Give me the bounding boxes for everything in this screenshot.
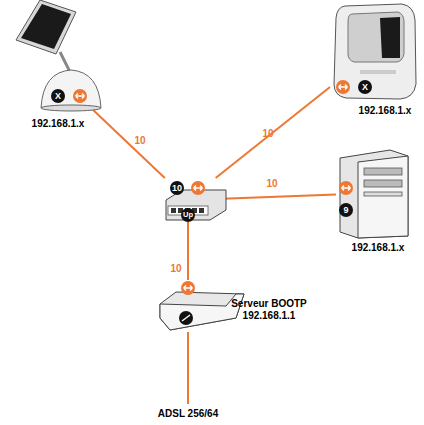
ip-label: 192.168.1.x: [338, 242, 418, 254]
ip-label: 192.168.1.x: [345, 105, 424, 117]
device-node: Serveur BOOTP 192.168.1.1: [150, 280, 226, 332]
speed-label: 10: [262, 128, 273, 139]
speed-label: 10: [170, 263, 181, 274]
uplink-badge: Up: [181, 208, 195, 222]
ethernet-hub: [166, 181, 226, 220]
speed-label: 10: [266, 178, 277, 189]
line-label: ADSL 256/64: [158, 408, 218, 419]
imac-crt: [334, 4, 416, 99]
network-cable: [187, 222, 189, 280]
adsl-wire: [187, 332, 189, 404]
status-badge: X: [358, 80, 372, 94]
server-tower: [339, 150, 408, 238]
status-badge: 9: [339, 203, 353, 217]
speed-label: 10: [134, 135, 145, 146]
device-node: X192.168.1.x: [40, 68, 102, 110]
network-cable: [216, 194, 336, 199]
device-node: 10Up: [160, 178, 216, 222]
network-cable: [93, 110, 165, 178]
server-label: Serveur BOOTP 192.168.1.1: [226, 298, 312, 322]
port-count-badge: 10: [170, 181, 184, 195]
network-cable: [216, 87, 330, 178]
ip-label: 192.168.1.x: [18, 118, 98, 130]
status-badge: X: [51, 89, 65, 103]
device-node: 9192.168.1.x: [336, 150, 410, 236]
device-node: X192.168.1.x: [330, 4, 418, 100]
imac-flatpanel: [16, 0, 101, 111]
